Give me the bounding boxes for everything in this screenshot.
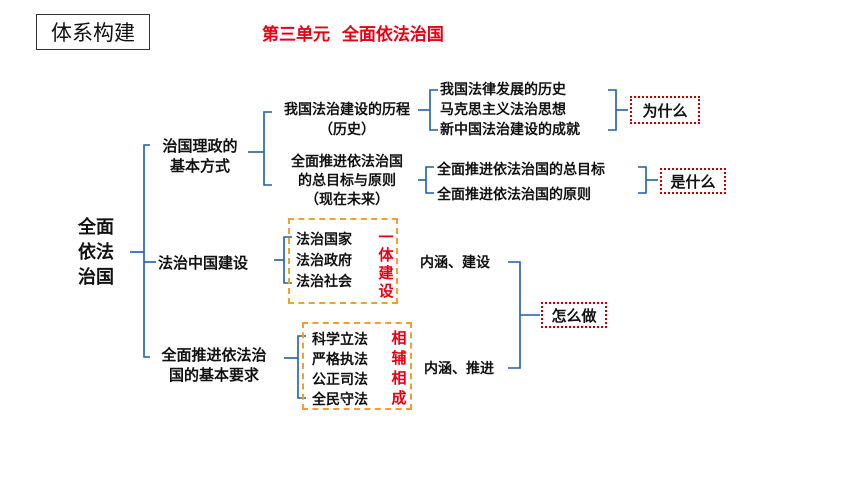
- sub1-bracket: [429, 89, 438, 131]
- root-label: 全面依法治国: [78, 217, 114, 288]
- root-bracket: [143, 144, 150, 358]
- b3-items-box: 科学立法 严格执法 公正司法 全民守法 相辅相成: [302, 322, 412, 410]
- tag-why: 为什么: [630, 96, 700, 124]
- list-item: 严格执法: [312, 352, 368, 368]
- b3-items: 科学立法 严格执法 公正司法 全民守法: [312, 330, 368, 410]
- branch-basic-requirements: 全面推进依法治 国的基本要求: [150, 345, 278, 385]
- list-item: 马克思主义法治思想: [440, 102, 566, 118]
- sub-goals-principles: 全面推进依法治国 的总目标与原则 （现在未来）: [272, 153, 422, 210]
- list-item: 法治社会: [296, 274, 352, 290]
- sub-goals-line3: （现在未来）: [305, 192, 389, 208]
- list-item: 公正司法: [312, 372, 368, 388]
- tag-what: 是什么: [660, 168, 726, 194]
- b1-bracket: [263, 111, 272, 186]
- tag-what-label: 是什么: [670, 172, 716, 191]
- b2-note: 内涵、建设: [420, 255, 490, 271]
- sub-history: 我国法治建设的历程 （历史）: [272, 100, 422, 140]
- sub2-right-bracket: [638, 166, 647, 194]
- b2-items-box: 法治国家 法治政府 法治社会 一体建设: [288, 218, 398, 304]
- b2-items: 法治国家 法治政府 法治社会: [296, 230, 352, 293]
- tag-how-label: 怎么做: [551, 306, 597, 325]
- branch-basic-requirements-line2: 国的基本要求: [168, 366, 259, 384]
- shared-bracket: [508, 261, 521, 369]
- unit-title: 第三单元 全面依法治国: [262, 25, 444, 45]
- section-label-text: 体系构建: [51, 21, 135, 45]
- branch-rule-of-law-china: 法治中国建设: [158, 254, 249, 272]
- branch-governance-mode-line1: 治国理政的: [162, 137, 238, 155]
- tag-how: 怎么做: [541, 302, 607, 328]
- list-item: 法治国家: [296, 232, 352, 248]
- list-item: 全面推进依法治国的原则: [437, 187, 591, 203]
- sub2-bracket: [425, 166, 434, 194]
- list-item: 全面推进依法治国的总目标: [437, 162, 605, 178]
- branch-governance-mode-line2: 基本方式: [169, 157, 230, 175]
- sub-history-line2: （历史）: [319, 122, 375, 138]
- branch-basic-requirements-line1: 全面推进依法治: [161, 346, 267, 364]
- sub-history-line1: 我国法治建设的历程: [284, 102, 410, 118]
- sub-history-items: 我国法律发展的历史 马克思主义法治思想 新中国法治建设的成就: [440, 80, 580, 140]
- b2-vertical-tag: 一体建设: [378, 228, 394, 300]
- root-node: 全面依法治国: [78, 215, 138, 290]
- branch-governance-mode: 治国理政的 基本方式: [152, 136, 248, 176]
- list-item: 我国法律发展的历史: [440, 82, 566, 98]
- sub1-right-bracket: [608, 89, 617, 131]
- list-item: 新中国法治建设的成就: [440, 122, 580, 138]
- list-item: 全民守法: [312, 392, 368, 408]
- sub-goals-items: 全面推进依法治国的总目标 全面推进依法治国的原则: [437, 158, 605, 208]
- b3-vertical-tag: 相辅相成: [391, 329, 407, 407]
- b3-note: 内涵、推进: [424, 361, 494, 377]
- section-label: 体系构建: [36, 14, 150, 50]
- list-item: 法治政府: [296, 253, 352, 269]
- sub-goals-line1: 全面推进依法治国: [291, 154, 403, 170]
- tag-why-label: 为什么: [642, 101, 688, 120]
- list-item: 科学立法: [312, 332, 368, 348]
- sub-goals-line2: 的总目标与原则: [298, 173, 396, 189]
